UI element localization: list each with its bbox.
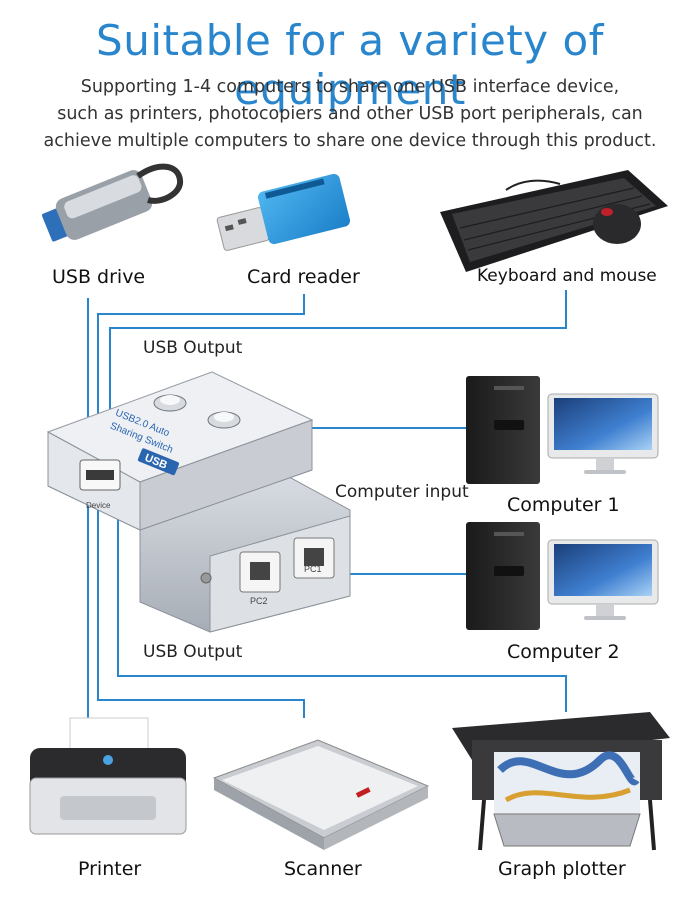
page-title: Suitable for a variety of equipment	[96, 16, 604, 114]
keyboard-mouse-icon	[440, 170, 668, 272]
intro-line-3: achieve multiple computers to share one …	[43, 131, 657, 151]
computer-1-icon	[466, 376, 659, 484]
device-port-label: Device	[86, 501, 111, 510]
keyboard-mouse-label: Keyboard and mouse	[477, 266, 657, 286]
pc1-label: PC1	[304, 564, 322, 574]
usb-output-bottom-label: USB Output	[143, 642, 243, 662]
computer-1-label: Computer 1	[507, 494, 620, 516]
computer-input-label: Computer input	[335, 482, 469, 502]
intro-text: Supporting 1-4 computers to share one US…	[0, 74, 700, 155]
usb-output-top-label: USB Output	[143, 338, 243, 358]
intro-line-2: such as printers, photocopiers and other…	[57, 104, 643, 124]
intro-line-1: Supporting 1-4 computers to share one US…	[80, 77, 620, 97]
connection-lines	[87, 290, 567, 720]
line-plotter	[117, 505, 567, 712]
sharing-switch-device: PC2 PC1 USB2.0 Auto Sharing Switch USB D…	[46, 371, 351, 633]
scanner-icon	[212, 739, 430, 850]
scanner-label: Scanner	[284, 858, 362, 880]
printer-label: Printer	[78, 858, 142, 880]
usb-drive-label: USB drive	[52, 266, 146, 288]
computer-2-label: Computer 2	[507, 641, 620, 663]
pc2-label: PC2	[250, 596, 268, 606]
computer-2-icon	[466, 522, 659, 630]
card-reader-icon	[216, 173, 351, 251]
printer-icon	[29, 717, 187, 835]
graph-plotter-label: Graph plotter	[498, 858, 626, 880]
card-reader-label: Card reader	[247, 266, 360, 288]
line-keyboard	[109, 290, 567, 470]
usb-drive-icon	[42, 163, 184, 242]
graph-plotter-icon	[452, 712, 670, 851]
